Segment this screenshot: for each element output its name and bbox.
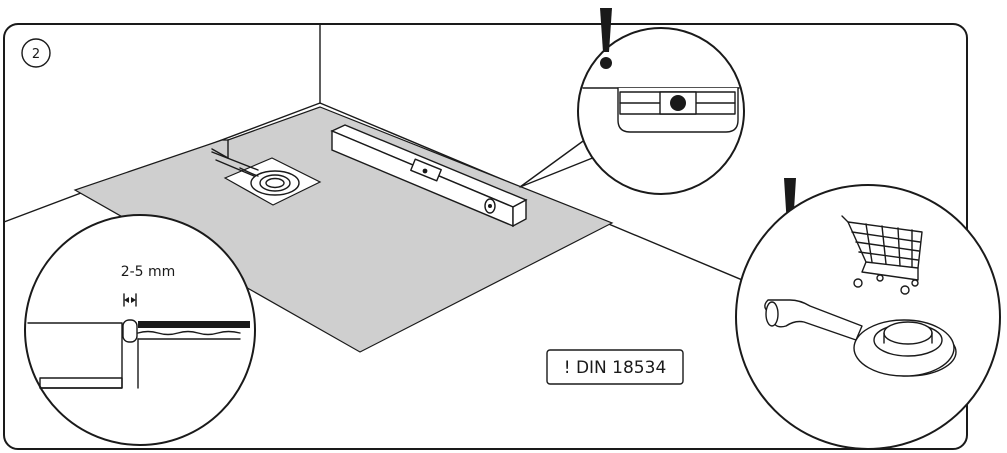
step-number: 2 — [32, 47, 40, 62]
spirit-level-icon — [330, 124, 528, 228]
shopping-cart-icon — [841, 215, 923, 295]
floor-panel — [73, 106, 614, 353]
gap-label: 2-5 mm — [121, 264, 176, 280]
norm-label-box: ! DIN 18534 — [546, 349, 684, 385]
drain-outlet-icon — [764, 299, 957, 377]
gap-detail-callout: 2-5 mm — [24, 214, 256, 446]
exclamation-icon — [600, 8, 612, 69]
drain-outlet-icon — [239, 167, 300, 196]
level-detail-callout — [519, 27, 745, 195]
step-badge: 2 — [21, 38, 51, 68]
norm-label: ! DIN 18534 — [564, 358, 667, 378]
drain-detail-callout — [735, 184, 1001, 450]
